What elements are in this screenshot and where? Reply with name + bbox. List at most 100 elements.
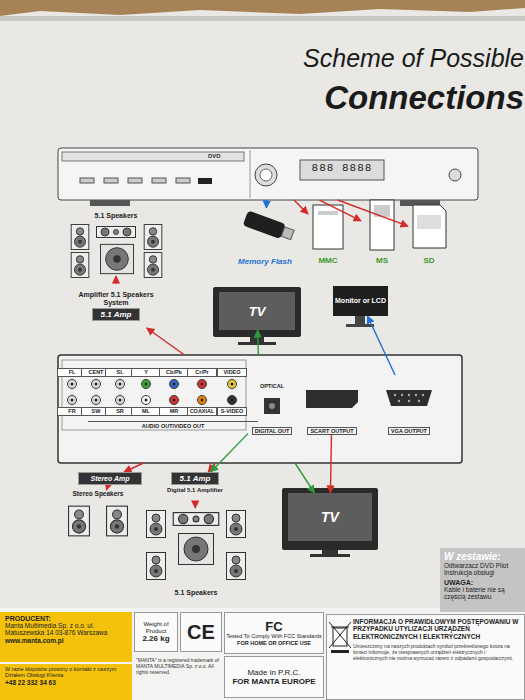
tv-top (219, 292, 295, 330)
jack-label: VIDEO (217, 368, 247, 377)
monitor-box-text: Monitor or LCD (335, 297, 386, 305)
jack-label: S-VIDEO (217, 407, 247, 416)
back-panel (398, 400, 400, 402)
back-panel (228, 396, 237, 405)
speakers-top (144, 252, 162, 277)
speakers-bottom (147, 553, 166, 580)
cable-connector (266, 200, 268, 208)
fcc-box: FCTested To Comply With FCC StandardsFOR… (224, 612, 324, 654)
speakers-bottom (227, 511, 246, 538)
tv-top (213, 287, 301, 345)
dvd-player (128, 178, 142, 183)
box-edge (0, 16, 525, 21)
back-panel (401, 394, 403, 396)
sd-card-text: SD (423, 256, 434, 265)
back-panel (116, 380, 125, 389)
disposal-info-box-text: INFORMACJA O PRAWIDŁOWYM POSTĘPOWANIU W … (353, 618, 521, 640)
memory-flash: Memory Flash (228, 208, 302, 266)
back-panel (68, 380, 77, 389)
memory-cards (417, 215, 441, 229)
tv-screen: TV (288, 493, 372, 541)
memory-cards (313, 200, 446, 250)
cable-connector (147, 328, 185, 355)
cable-connector (208, 463, 215, 472)
speakers-top (71, 252, 89, 277)
speakers-stereo (107, 506, 128, 536)
vga-output-text: VGA OUTPUT (388, 427, 430, 435)
speakers-bottom (227, 553, 246, 580)
back-panel (142, 380, 151, 389)
page-title: Scheme of Possible Connections (262, 38, 524, 118)
footer-background (0, 608, 525, 700)
memory-flash-text: Memory Flash (238, 257, 292, 266)
stereo-amp: Stereo Amp (78, 472, 142, 485)
usb-stick (281, 227, 294, 240)
optical-output-text: OPTICAL (260, 383, 284, 389)
speakers-top (144, 224, 162, 249)
package-contents-box: W zestawie:Odtwarzacz DVD Pilot Instrukc… (440, 548, 525, 612)
recycle-bin-symbol (329, 622, 351, 653)
jack-label: Cb/Pb (159, 368, 189, 377)
origin-box-text: Made in P.R.C. (247, 668, 300, 677)
jack-label: MR (159, 407, 189, 416)
customer-service-box-text: +48 22 332 34 63 (5, 679, 56, 686)
back-panel (269, 403, 275, 409)
origin-box-text: FOR MANTA EUROPE (232, 677, 315, 686)
package-contents-box-text: Kable i baterie nie są częścią zestawu (444, 586, 521, 601)
speakers-stereo (69, 506, 90, 536)
back-panel (386, 390, 432, 406)
back-panel (170, 380, 179, 389)
tv-screen-text: TV (249, 304, 266, 319)
tv-bottom (310, 554, 350, 557)
back-panel (408, 394, 410, 396)
stereo-speakers-text: Stereo Speakers (73, 490, 124, 497)
dvd-player (260, 169, 272, 181)
recycle-bin-symbol (329, 622, 351, 648)
weight-box-text: Weight of Product (135, 621, 177, 634)
back-panel (68, 396, 77, 405)
speakers-stereo (69, 506, 128, 536)
ce-mark-text: CE (187, 621, 215, 644)
cable-connector (107, 485, 109, 490)
cable-connector (330, 435, 331, 493)
speakers-bottom (173, 513, 219, 526)
ce-mark: CE (180, 612, 222, 652)
mmc-card: MMC (308, 203, 348, 265)
optical-output: OPTICALDIGITAL OUT (248, 383, 296, 435)
dvd-player (58, 148, 478, 206)
package-contents-box-text: W zestawie: (444, 551, 501, 562)
cable-connector (338, 200, 408, 226)
cable-connector (211, 434, 248, 472)
tv-screen-text: TV (321, 509, 339, 525)
jack-label: Y (131, 368, 161, 377)
memory-cards (370, 200, 394, 250)
speakers-top (97, 227, 136, 238)
speakers-bottom (147, 511, 246, 580)
dvd-player (58, 148, 478, 200)
monitor-stand (346, 324, 374, 327)
back-panel (92, 380, 101, 389)
producer-box-text: PRODUCENT: (5, 615, 51, 622)
tv-bottom (282, 488, 378, 550)
back-panel (116, 396, 125, 405)
cable-connector (367, 316, 395, 375)
jack-label: COAXIAL (187, 407, 217, 416)
usb-stick (243, 210, 295, 242)
origin-box: Made in P.R.C.FOR MANTA EUROPE (224, 656, 324, 698)
cable-connector (295, 463, 314, 493)
box-edge (0, 0, 525, 21)
digital-amplifier: 5.1 AmpDigital 5.1 Amplifier (160, 472, 230, 504)
recycle-bin-symbol (329, 622, 351, 648)
dvd-player (104, 178, 118, 183)
back-panel (228, 380, 237, 389)
disposal-info-box-text: Umieszczony na naszych produktach symbol… (353, 643, 521, 661)
sd-card: SD (408, 203, 450, 265)
tv-screen: TV (219, 292, 295, 330)
fcc-box-text: Tested To Comply With FCC Standards (226, 633, 322, 639)
dvd-player (300, 160, 384, 180)
producer-box-text: www.manta.com.pl (5, 637, 64, 644)
package-contents-box-text: UWAGA: (444, 579, 473, 586)
footer-background (0, 608, 525, 700)
